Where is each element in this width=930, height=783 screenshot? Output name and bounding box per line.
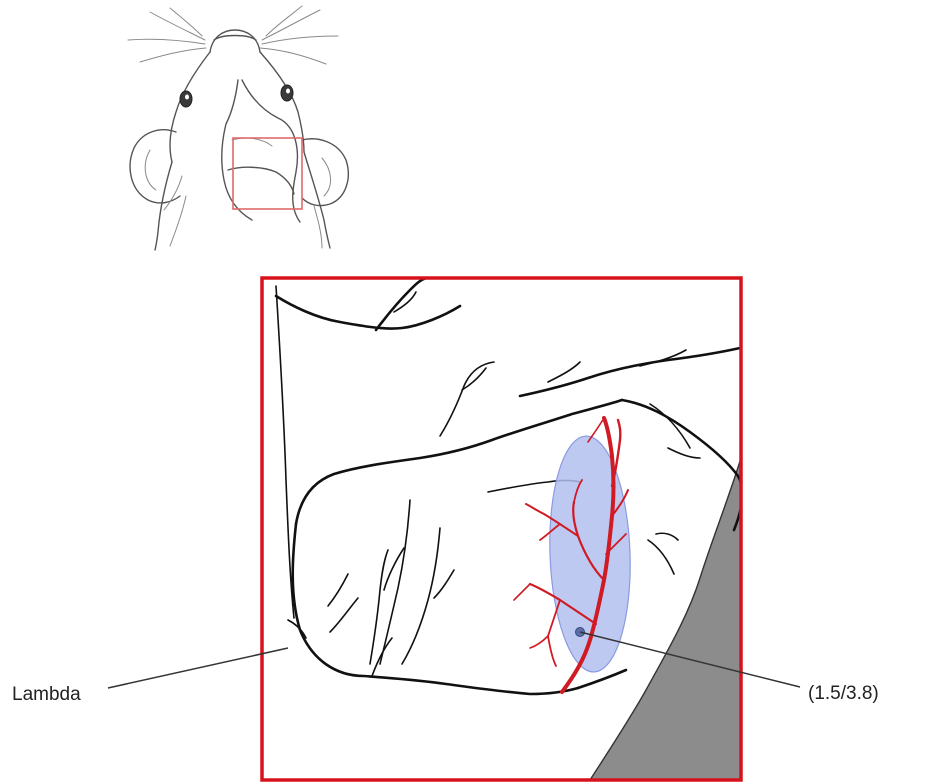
- coordinate-label: (1.5/3.8): [808, 683, 879, 704]
- mouse-head-icon: [128, 6, 348, 250]
- lambda-label: Lambda: [12, 684, 81, 705]
- inset-zoom-box: [233, 138, 302, 209]
- zoom-panel: [262, 278, 742, 780]
